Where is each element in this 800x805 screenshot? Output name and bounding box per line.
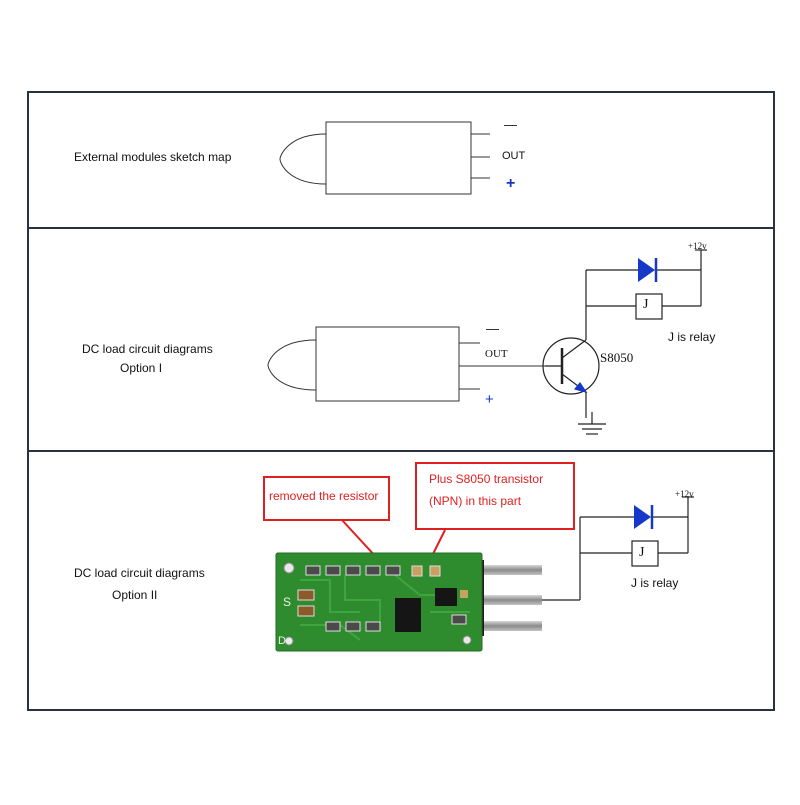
supply-label-2: +12v	[675, 489, 694, 499]
pcb-module	[275, 552, 542, 652]
pin-plus-label: +	[506, 175, 516, 192]
outer-frame	[27, 91, 775, 711]
diode-2	[634, 505, 654, 529]
callout-plus-s8050: Plus S8050 transistor (NPN) in this part	[415, 462, 575, 530]
callout-plus-s8050-line2: (NPN) in this part	[429, 494, 522, 508]
sensor-sketch-1	[279, 121, 490, 195]
section3-label-line1: DC load circuit diagrams	[74, 566, 205, 580]
callout-removed-resistor: removed the resistor	[263, 476, 390, 521]
ic-chip	[395, 598, 421, 632]
relay-box-1	[635, 293, 663, 320]
section3-label-line2: Option II	[112, 588, 158, 602]
supply-label-1: +12v	[688, 241, 707, 251]
relay-note-1: J is relay	[668, 330, 716, 344]
transistor-label: S8050	[600, 350, 634, 365]
pin-out-label: OUT	[502, 150, 526, 162]
s8050-transistor	[435, 588, 457, 606]
section2-label-line1: DC load circuit diagrams	[82, 342, 213, 356]
relay-note-2: J is relay	[631, 576, 679, 590]
relay-box-2	[631, 540, 659, 567]
relay-j-label-1: J	[643, 297, 649, 312]
section1-label: External modules sketch map	[74, 150, 232, 164]
ground-symbol	[578, 412, 606, 435]
sensor-sketch-2	[267, 326, 545, 402]
relay-circuit-1	[585, 249, 707, 320]
callout-removed-resistor-text: removed the resistor	[269, 489, 379, 503]
smd-components	[297, 565, 468, 632]
pin-minus-label-2: —	[486, 321, 499, 336]
callout-plus-s8050-line1: Plus S8050 transistor	[429, 472, 544, 486]
board-mark-plus: D+	[278, 635, 293, 647]
diode-1	[638, 258, 658, 282]
pin-plus-label-2: +	[485, 391, 494, 408]
section2-label-line2: Option I	[120, 361, 163, 375]
pin-out-label-2: OUT	[485, 348, 508, 360]
relay-j-label-2: J	[639, 545, 645, 560]
relay-circuit-2	[542, 496, 694, 601]
pin-minus-label: —	[504, 117, 517, 132]
board-mark-s: S	[283, 595, 292, 609]
npn-transistor-symbol	[542, 318, 600, 418]
